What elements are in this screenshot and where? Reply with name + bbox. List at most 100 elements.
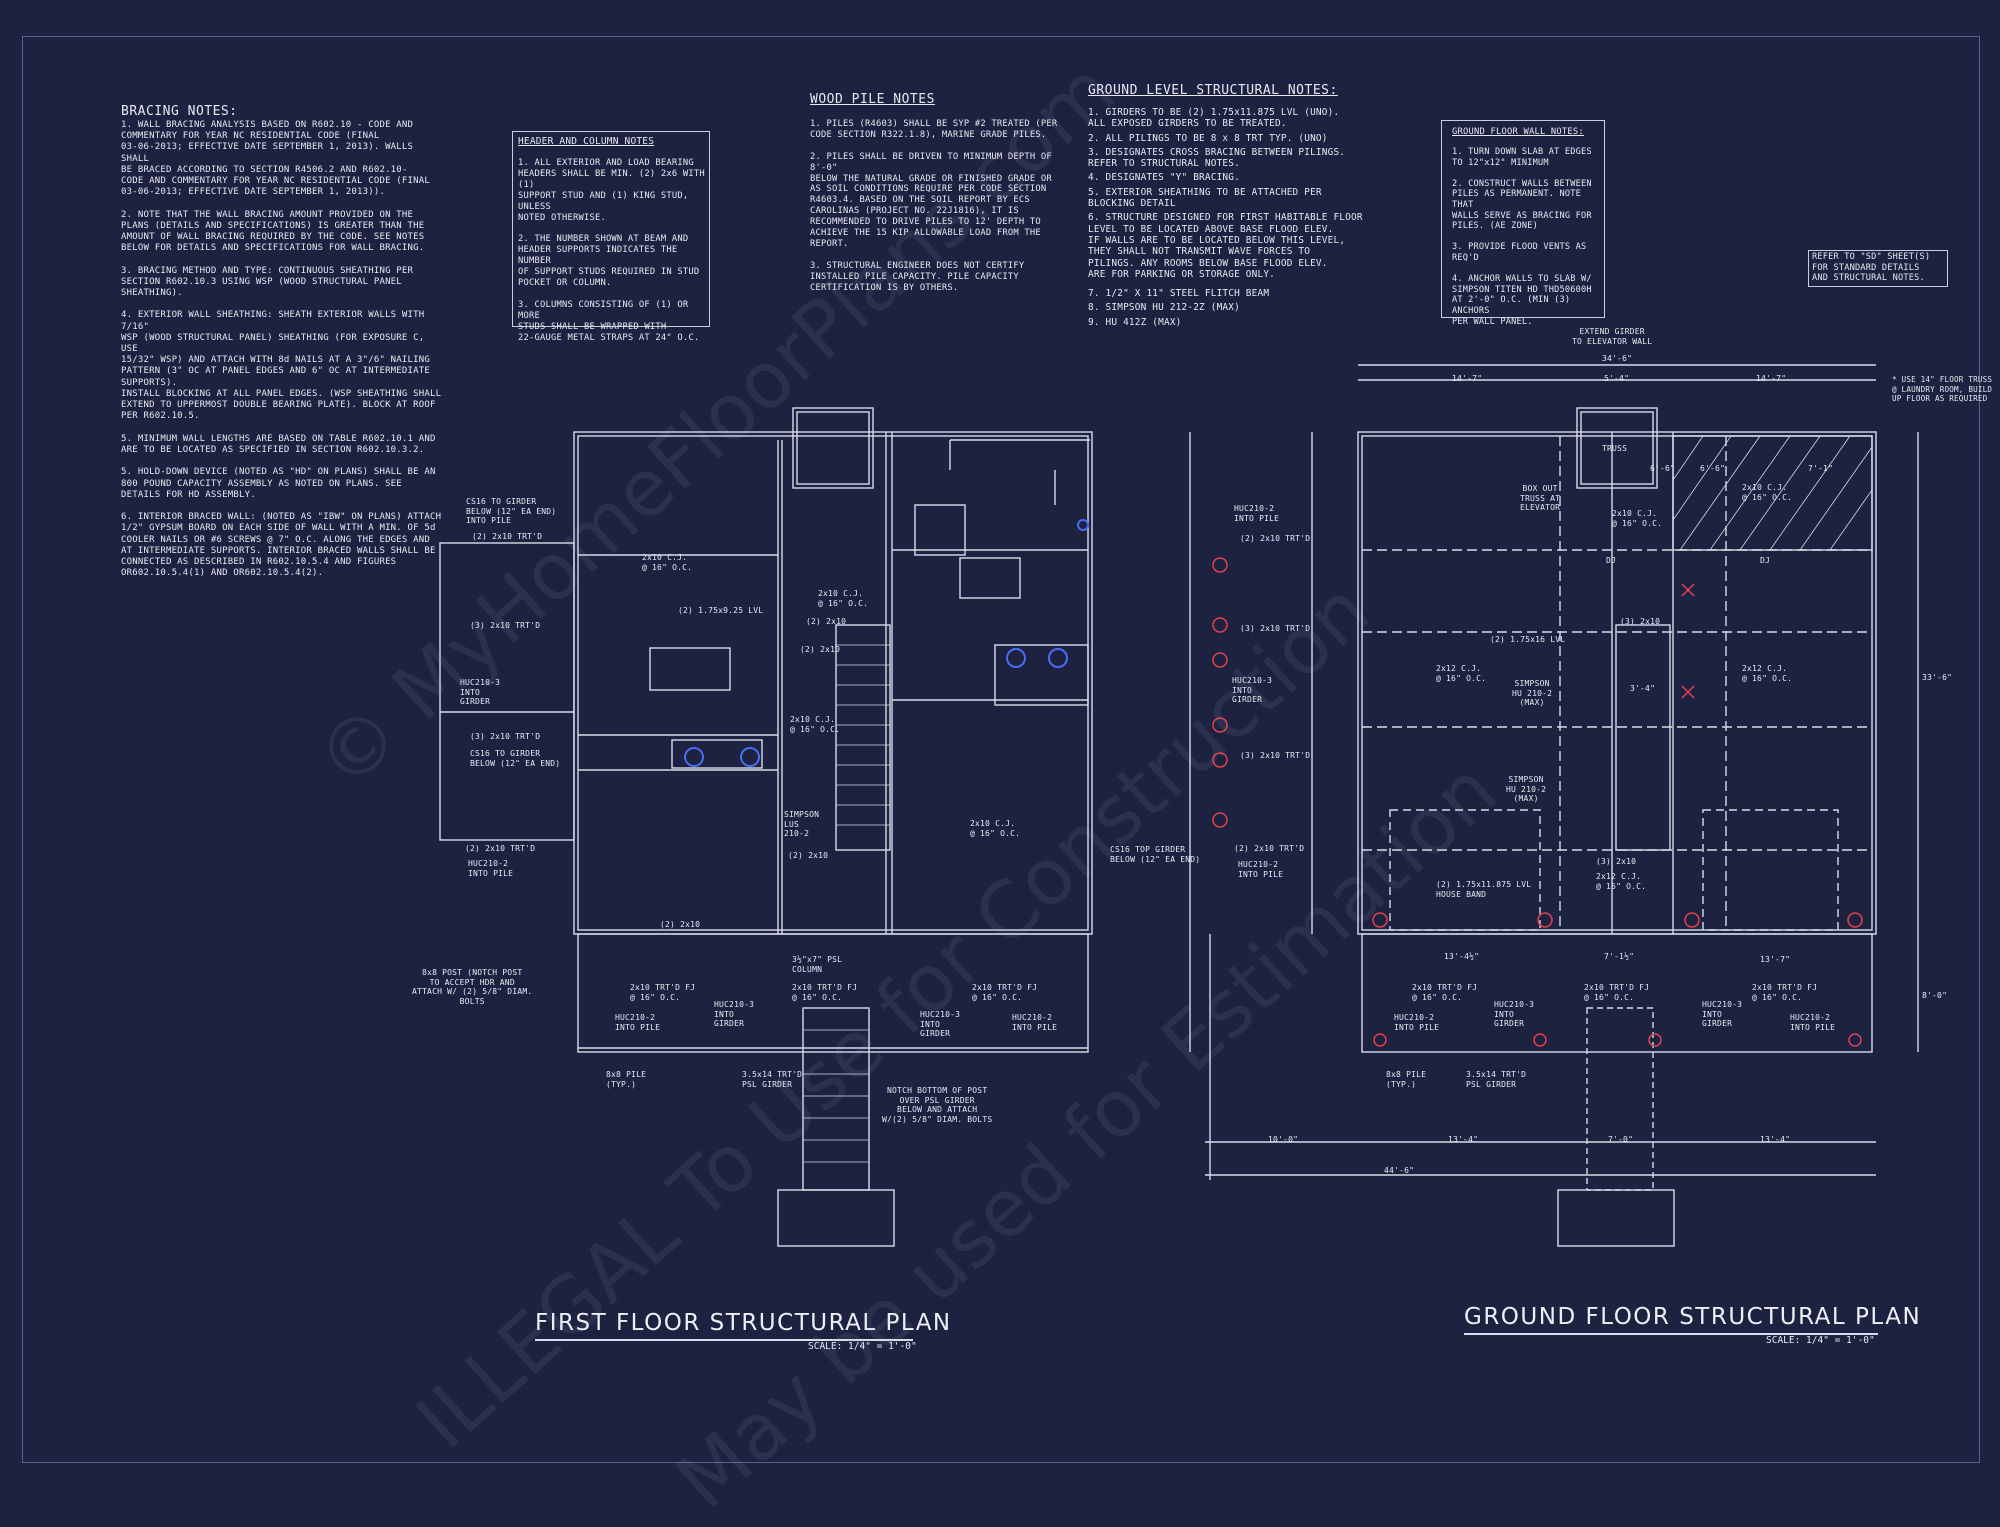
gf-label-trtd-a: (2) 2x10 TRT'D xyxy=(1240,534,1311,543)
gf-label-fj-a: 2x10 TRT'D FJ @ 16" O.C. xyxy=(1412,983,1478,1002)
ff-label-post-note: 8x8 POST (NOTCH POST TO ACCEPT HDR AND A… xyxy=(412,968,533,1006)
gf-label-trtd-b: (3) 2x10 TRT'D xyxy=(1240,624,1311,633)
plumbing-fixtures xyxy=(684,519,1089,767)
ff-label-header-2: (2) 2x10 xyxy=(800,645,841,654)
gf-label-dim-34: 3'-4" xyxy=(1630,684,1656,693)
gf-label-dim-a: 14'-7" xyxy=(1452,374,1483,383)
ground-floor-wall-notes-box xyxy=(1441,120,1605,318)
gf-label-right-dim2: 8'-0" xyxy=(1922,991,1948,1000)
ground-level-note: 6. STRUCTURE DESIGNED FOR FIRST HABITABL… xyxy=(1088,212,1363,280)
ground-level-note: 8. SIMPSON HU 212-2Z (MAX) xyxy=(1088,302,1240,314)
gf-label-hdr-b: (3) 2x10 xyxy=(1596,857,1637,866)
header-column-notes-title: HEADER AND COLUMN NOTES xyxy=(518,136,655,147)
ground-floor-elevator xyxy=(1576,407,1658,489)
hatch-lines xyxy=(1672,435,1873,551)
gf-label-dim-66b: 6'-6" xyxy=(1700,464,1726,473)
gf-label-hdr-a: (3) 2x10 xyxy=(1620,617,1661,626)
ff-label-huc-girder-c: HUC210-3 INTO GIRDER xyxy=(920,1010,961,1038)
gf-label-cj-c: 2x12 C.J. @ 16" O.C. xyxy=(1436,664,1487,683)
ground-level-note: 4. DESIGNATES "Y" BRACING. xyxy=(1088,172,1240,184)
ff-label-header-1: (2) 2x10 xyxy=(806,617,847,626)
gf-label-bot-d: 13'-4" xyxy=(1760,1135,1791,1144)
truss-note: * USE 14" FLOOR TRUSS @ LAUNDRY ROOM, BU… xyxy=(1892,375,1993,404)
gf-label-dim-71: 7'-1" xyxy=(1808,464,1834,473)
gf-label-lvl-b: (2) 1.75x11.875 LVL HOUSE BAND xyxy=(1436,880,1532,899)
gf-label-huc-pile-b: HUC210-2 INTO PILE xyxy=(1238,860,1284,879)
ff-label-huc-girder: HUC210-3 INTO GIRDER xyxy=(460,678,501,706)
ff-label-huc-pile-b: HUC210-2 INTO PILE xyxy=(615,1013,661,1032)
gf-label-simpson-a: SIMPSON HU 210-2 (MAX) xyxy=(1512,679,1553,707)
gf-label-cj-d: 2x12 C.J. @ 16" O.C. xyxy=(1742,664,1793,683)
ff-label-notch-note: NOTCH BOTTOM OF POST OVER PSL GIRDER BEL… xyxy=(882,1086,993,1124)
gf-label-huc-girder: HUC210-3 INTO GIRDER xyxy=(1232,676,1273,704)
ff-label-fj-1: 2x10 TRT'D FJ @ 16" O.C. xyxy=(630,983,696,1002)
ground-level-note: 9. HU 412Z (MAX) xyxy=(1088,316,1182,328)
ground-floor-scale: SCALE: 1/4" = 1'-0" xyxy=(1766,1335,1875,1346)
gf-label-dim-71b: 7'-1½" xyxy=(1604,952,1635,961)
gf-label-huc-pile: HUC210-2 INTO PILE xyxy=(1234,504,1280,523)
ground-floor-deck xyxy=(1361,933,1873,1053)
gf-label-cj-b: 2x10 C.J. @ 16" O.C. xyxy=(1742,483,1793,502)
ff-label-trtd-1: (2) 2x10 TRT'D xyxy=(472,532,543,541)
first-floor-stair xyxy=(835,624,891,851)
gf-label-trtd-c: (3) 2x10 TRT'D xyxy=(1240,751,1311,760)
ff-label-psl-col: 3½"x7" PSL COLUMN xyxy=(792,955,843,974)
sheet-border xyxy=(22,36,1980,1463)
ff-label-cj-2: 2x10 C.J. @ 16" O.C. xyxy=(818,589,869,608)
gf-label-overall-bot: 44'-6" xyxy=(1384,1166,1415,1175)
ground-floor-entry-stair xyxy=(1586,1007,1654,1191)
gf-label-dim-66a: 6'-6" xyxy=(1650,464,1676,473)
wood-pile-notes-title: WOOD PILE NOTES xyxy=(810,92,935,107)
first-floor-entry-stair xyxy=(802,1007,870,1191)
hatched-truss-area xyxy=(1672,435,1873,551)
gf-label-dim-137: 13'-7" xyxy=(1760,955,1791,964)
ground-level-notes-list: 1. GIRDERS TO BE (2) 1.75x11.875 LVL (UN… xyxy=(1088,107,1388,331)
gf-label-huc-e: HUC210-3 INTO GIRDER xyxy=(1702,1000,1743,1028)
header-column-notes-box xyxy=(512,131,710,327)
ff-label-lvl: (2) 1.75x9.25 LVL xyxy=(678,606,764,615)
first-floor-scale: SCALE: 1/4" = 1'-0" xyxy=(808,1341,917,1352)
first-floor-title-underline xyxy=(535,1339,913,1341)
gf-label-dim-334: 13'-4½" xyxy=(1444,952,1480,961)
gf-label-cj-e: 2x12 C.J. @ 16" O.C. xyxy=(1596,872,1647,891)
ground-level-note: 2. ALL PILINGS TO BE 8 x 8 TRT TYP. (UNO… xyxy=(1088,132,1328,144)
ff-label-header-3: (2) 2x10 xyxy=(788,851,829,860)
ff-label-cs16-b: CS16 TO GIRDER BELOW (12" EA END) xyxy=(470,749,561,768)
gf-label-dj-b: DJ xyxy=(1760,556,1771,565)
ff-label-cj-4: 2x10 C.J. @ 16" O.C. xyxy=(970,819,1021,838)
bracing-markers xyxy=(1212,557,1863,1047)
first-floor-landing xyxy=(777,1189,895,1247)
first-floor-title: FIRST FLOOR STRUCTURAL PLAN xyxy=(535,1310,952,1336)
ground-floor-wall-notes-title: GROUND FLOOR WALL NOTES: xyxy=(1452,127,1584,137)
ff-label-cs16-a: CS16 TO GIRDER BELOW (12" EA END) INTO P… xyxy=(466,497,557,525)
gf-label-box-out: BOX OUT TRUSS AT ELEVATOR xyxy=(1520,484,1561,512)
ff-label-cj-1: 2x10 C.J. @ 16" O.C. xyxy=(642,553,693,572)
gf-label-overall-top: 34'-6" xyxy=(1602,354,1633,363)
gf-label-pile: 8x8 PILE (TYP.) xyxy=(1386,1070,1427,1089)
gf-label-fj-b: 2x10 TRT'D FJ @ 16" O.C. xyxy=(1584,983,1650,1002)
gf-label-extend: EXTEND GIRDER TO ELEVATOR WALL xyxy=(1572,327,1653,346)
ground-floor-title-underline xyxy=(1464,1333,1878,1335)
ground-floor-wall-notes-body: 1. TURN DOWN SLAB AT EDGES TO 12"x12" MI… xyxy=(1452,147,1592,327)
ground-floor-landing xyxy=(1557,1189,1675,1247)
gf-label-huc-c: HUC210-2 INTO PILE xyxy=(1394,1013,1440,1032)
ff-label-huc-pile: HUC210-2 INTO PILE xyxy=(468,859,514,878)
ff-label-fj-3: 2x10 TRT'D FJ @ 16" O.C. xyxy=(972,983,1038,1002)
ground-level-notes-title: GROUND LEVEL STRUCTURAL NOTES: xyxy=(1088,83,1338,98)
gf-label-psl: 3.5x14 TRT'D PSL GIRDER xyxy=(1466,1070,1527,1089)
ff-label-fj-2: 2x10 TRT'D FJ @ 16" O.C. xyxy=(792,983,858,1002)
gf-label-huc-d: HUC210-3 INTO GIRDER xyxy=(1494,1000,1535,1028)
wood-pile-notes-body: 1. PILES (R4603) SHALL BE SYP #2 TREATED… xyxy=(810,119,1058,293)
ground-level-note: 7. 1/2" X 11" STEEL FLITCH BEAM xyxy=(1088,288,1270,300)
gf-label-simpson-b: SIMPSON HU 210-2 (MAX) xyxy=(1506,775,1547,803)
ff-label-pile: 8x8 PILE (TYP.) xyxy=(606,1070,647,1089)
ff-label-simpson-lus: SIMPSON LUS 210-2 xyxy=(784,810,820,838)
ff-label-trtd-2: (3) 2x10 TRT'D xyxy=(470,621,541,630)
gf-label-bot-a: 10'-0" xyxy=(1268,1135,1299,1144)
gf-label-bot-c: 7'-0" xyxy=(1608,1135,1634,1144)
first-floor-elevator xyxy=(792,407,874,489)
ground-level-note: 5. EXTERIOR SHEATHING TO BE ATTACHED PER… xyxy=(1088,186,1322,210)
gf-label-dim-b: 5'-4" xyxy=(1604,374,1630,383)
header-column-notes-body: 1. ALL EXTERIOR AND LOAD BEARING HEADERS… xyxy=(518,158,705,343)
gf-label-lvl-a: (2) 1.75x16 LVL xyxy=(1490,635,1566,644)
